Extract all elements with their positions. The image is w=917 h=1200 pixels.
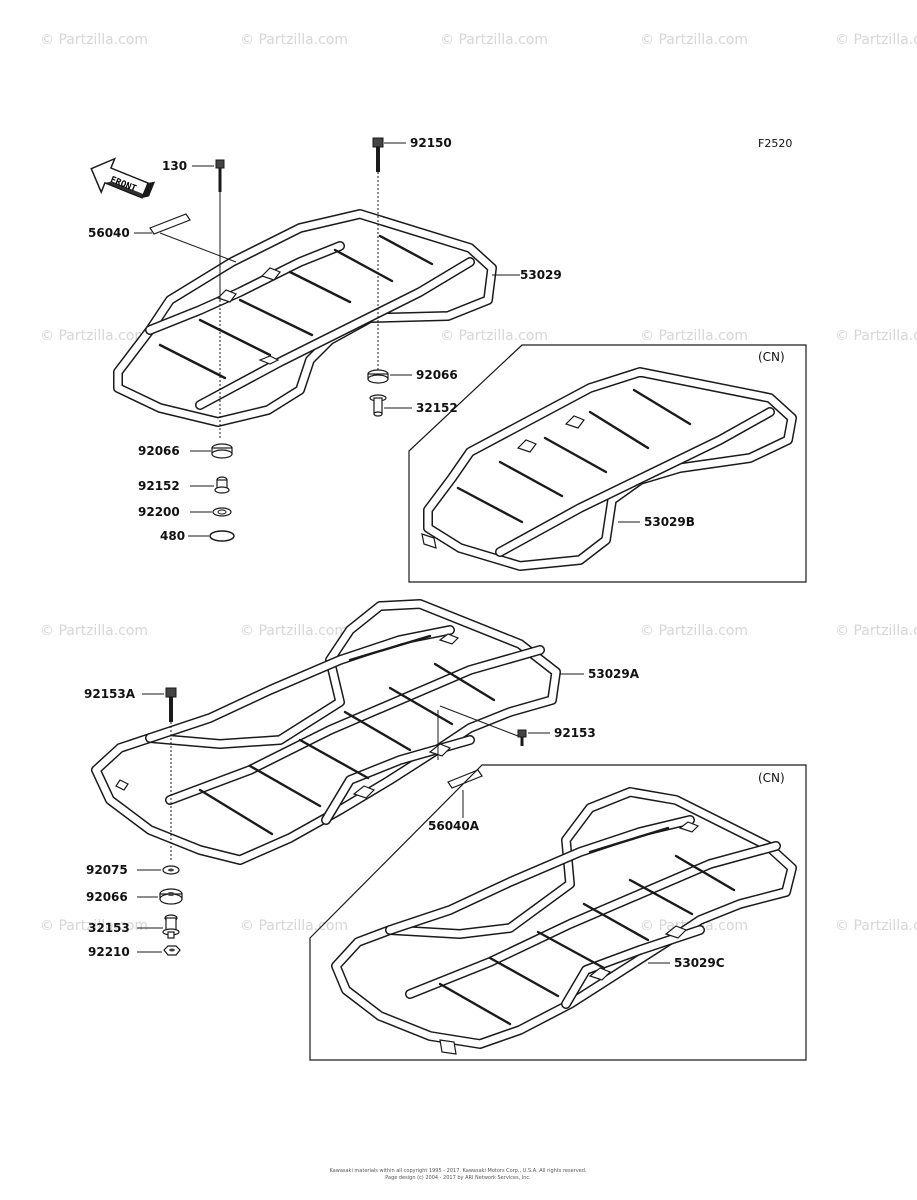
bolt-92153 [517,729,527,746]
damper-92066-bottom [159,888,183,905]
watermark: © Partzilla.com [240,918,348,934]
watermark: © Partzilla.com [640,328,748,344]
bolt-130 [215,159,225,192]
watermarks: © Partzilla.com © Partzilla.com © Partzi… [40,32,917,934]
watermark: © Partzilla.com [440,328,548,344]
watermark: © Partzilla.com [640,32,748,48]
variant-box-53029C [309,764,807,1061]
variant-label: (CN) [758,350,785,364]
washer-92200 [212,507,232,517]
part-label: 53029C [674,956,725,970]
watermark: © Partzilla.com [835,623,917,639]
figure-code: F2520 [758,137,792,150]
watermark: © Partzilla.com [835,328,917,344]
part-label: 53029 [520,268,562,282]
watermark: © Partzilla.com [40,623,148,639]
damper-92066 [367,369,389,384]
label-56040 [149,213,191,235]
watermark: © Partzilla.com [640,623,748,639]
collar-32153 [162,914,180,939]
part-label: 32153 [88,921,130,935]
carrier-53029 [113,209,497,427]
footer-copyright: Kawasaki materials within all copyright … [329,1168,586,1174]
part-label: 92066 [86,890,128,904]
watermark: © Partzilla.com [40,918,148,934]
washer-92075 [162,865,180,875]
watermark: © Partzilla.com [240,623,348,639]
part-label: 92153 [554,726,596,740]
front-arrow-icon: FRONT [90,157,156,199]
carrier-53029A [91,599,561,865]
watermark: © Partzilla.com [440,32,548,48]
variant-box-53029B [408,344,807,583]
watermark: © Partzilla.com [835,918,917,934]
part-label: 56040 [88,226,130,240]
part-label: 56040A [428,819,480,833]
part-label: 53029A [588,667,640,681]
variant-label: (CN) [758,771,785,785]
watermark: © Partzilla.com [835,32,917,48]
part-label: 53029B [644,515,695,529]
footer-design: Page design (c) 2004 - 2017 by ARI Netwo… [385,1175,531,1181]
watermark: © Partzilla.com [40,32,148,48]
part-label: 92075 [86,863,128,877]
part-label: 92150 [410,136,452,150]
bolt-92152 [214,476,230,494]
part-label: 92153A [84,687,136,701]
carrier-53029B [421,367,797,571]
bolt-92153A [165,687,177,722]
watermark: © Partzilla.com [240,32,348,48]
part-label: 92210 [88,945,130,959]
part-label: 92152 [138,479,180,493]
circlip-480 [209,530,235,542]
part-label: 92200 [138,505,180,519]
part-label: 92066 [138,444,180,458]
part-label: 92066 [416,368,458,382]
watermark: © Partzilla.com [40,328,148,344]
part-label: 32152 [416,401,458,415]
part-label: 480 [160,529,185,543]
damper-92066-left [211,443,233,459]
collar-32152 [369,394,387,417]
carrier-53029C [331,787,797,1055]
nut-92210 [163,945,181,956]
bolt-92150 [372,137,384,172]
label-56040A [447,769,483,789]
part-label: 130 [162,159,187,173]
